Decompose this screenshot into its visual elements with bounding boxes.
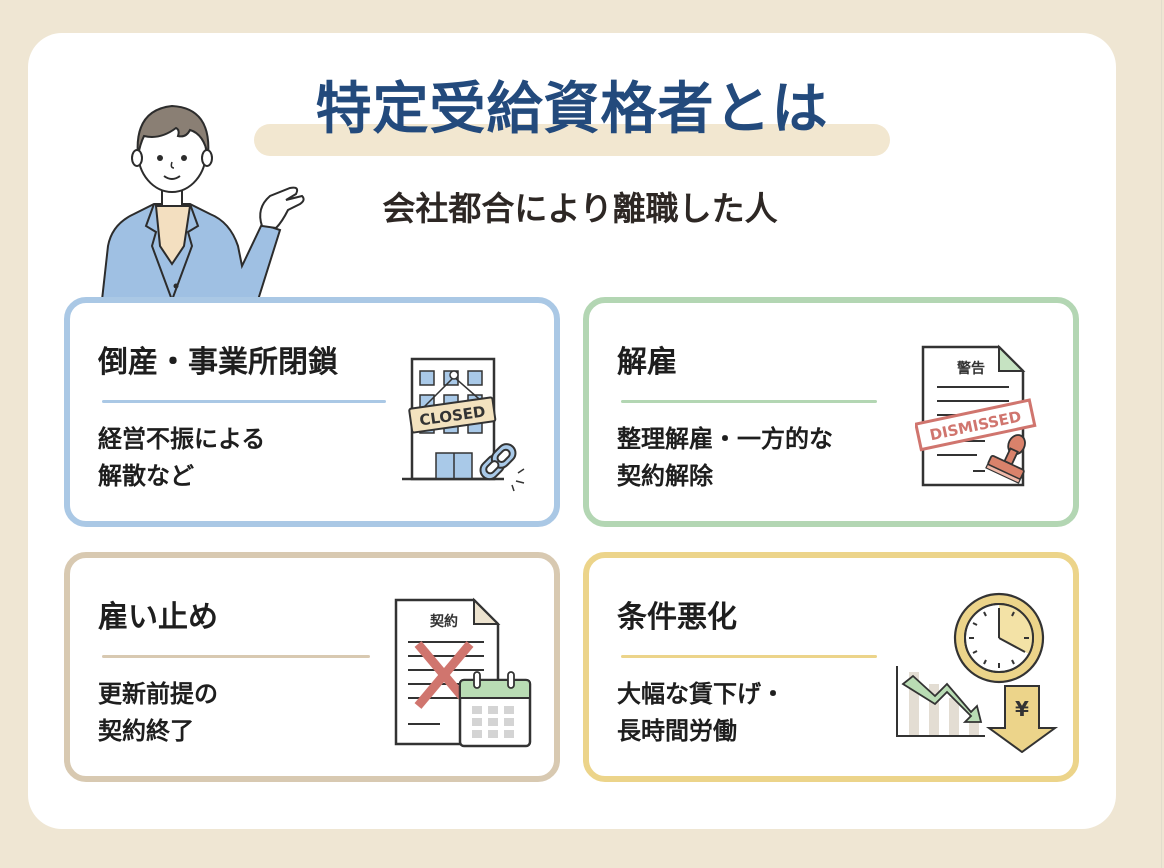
card-dismissal: 解雇 整理解雇・一方的な 契約解除 警告 DISMISSED xyxy=(583,297,1079,527)
desc-line-1: 整理解雇・一方的な xyxy=(617,425,833,453)
desc-line-2: 契約終了 xyxy=(98,717,194,745)
card-title: 条件悪化 xyxy=(617,600,737,635)
desc-line-2: 長時間労働 xyxy=(617,717,737,745)
card-divider xyxy=(621,400,877,403)
page-subtitle: 会社都合により離職した人 xyxy=(382,189,778,228)
card-description: 更新前提の 契約終了 xyxy=(98,676,218,750)
card-divider xyxy=(102,400,386,403)
card-title: 解雇 xyxy=(617,345,677,380)
desc-line-1: 大幅な賃下げ・ xyxy=(617,680,785,708)
svg-text:警告: 警告 xyxy=(957,360,985,377)
card-title: 雇い止め xyxy=(98,600,218,635)
page-title: 特定受給資格者とは xyxy=(315,77,829,142)
card-divider xyxy=(102,655,370,658)
card-description: 経営不振による 解散など xyxy=(98,421,265,495)
svg-text:契約: 契約 xyxy=(429,613,458,630)
card-title: 倒産・事業所閉鎖 xyxy=(98,345,338,380)
title-highlight-bar xyxy=(254,124,890,156)
card-worsened-conditions: 条件悪化 大幅な賃下げ・ 長時間労働 ¥ xyxy=(583,552,1079,782)
closed-building-icon: CLOSED xyxy=(402,357,525,492)
desc-line-1: 経営不振による xyxy=(98,425,266,453)
desc-line-1: 更新前提の xyxy=(98,680,218,708)
dismissal-document-icon: 警告 DISMISSED xyxy=(915,344,1037,487)
clock-wage-decline-icon: ¥ xyxy=(896,592,1059,753)
card-non-renewal: 雇い止め 更新前提の 契約終了 契約 xyxy=(64,552,560,782)
card-description: 整理解雇・一方的な 契約解除 xyxy=(617,421,833,495)
title-block: 特定受給資格者とは xyxy=(254,72,890,158)
window-edge xyxy=(1161,0,1162,868)
card-bankruptcy-closure: 倒産・事業所閉鎖 経営不振による 解散など CLOSED xyxy=(64,297,560,527)
presenter-person-icon xyxy=(100,104,305,300)
desc-line-2: 契約解除 xyxy=(617,462,713,490)
desc-line-2: 解散など xyxy=(98,462,194,490)
svg-text:¥: ¥ xyxy=(1015,697,1029,721)
card-divider xyxy=(621,655,877,658)
card-description: 大幅な賃下げ・ 長時間労働 xyxy=(617,676,785,750)
contract-cancel-calendar-icon: 契約 xyxy=(394,597,532,748)
